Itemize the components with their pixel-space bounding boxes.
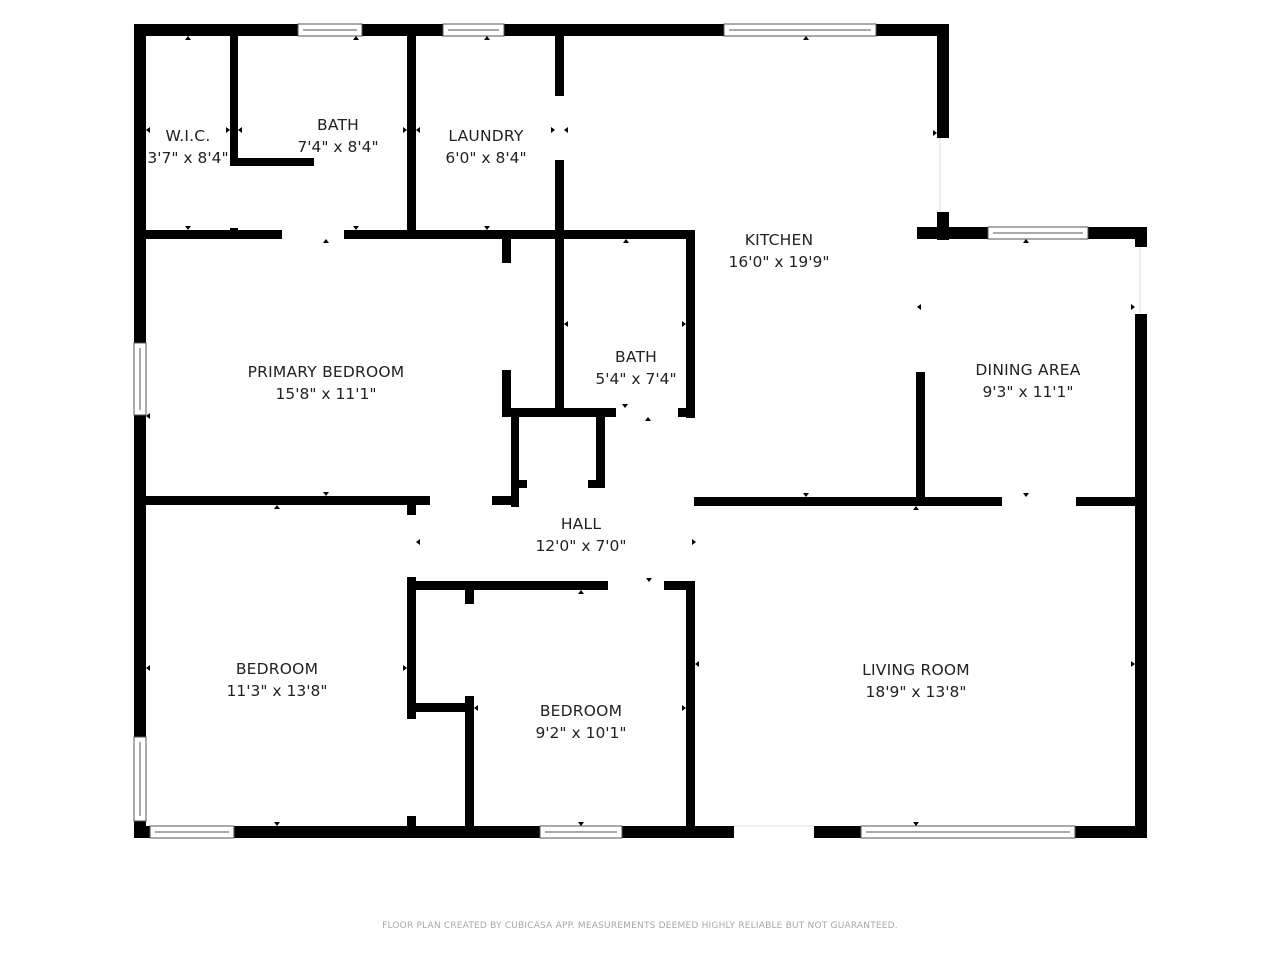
room-label-bedroom-1: BEDROOM 11'3" x 13'8": [227, 658, 328, 702]
room-dimensions: 16'0" x 19'9": [728, 253, 830, 271]
room-dimensions: 7'4" x 8'4": [297, 138, 379, 156]
room-name: W.I.C.: [165, 127, 211, 145]
room-label-living-room: LIVING ROOM 18'9" x 13'8": [862, 659, 970, 703]
room-name: PRIMARY BEDROOM: [247, 363, 405, 381]
room-label-dining-area: DINING AREA 9'3" x 11'1": [975, 359, 1080, 403]
room-dimensions: 9'3" x 11'1": [982, 383, 1074, 401]
front-door-opening: [734, 826, 814, 838]
room-label-hall: HALL 12'0" x 7'0": [535, 513, 626, 557]
room-dimensions: 11'3" x 13'8": [226, 682, 328, 700]
interior-walls: [146, 36, 1136, 830]
room-label-bedroom-2: BEDROOM 9'2" x 10'1": [535, 700, 626, 744]
room-name: DINING AREA: [975, 361, 1081, 379]
room-dimensions: 18'9" x 13'8": [865, 683, 967, 701]
room-dimensions: 5'4" x 7'4": [595, 370, 677, 388]
room-name: LAUNDRY: [448, 127, 524, 145]
room-name: BEDROOM: [235, 660, 319, 678]
room-dimensions: 15'8" x 11'1": [275, 385, 377, 403]
room-label-bath-2: BATH 5'4" x 7'4": [595, 346, 676, 390]
room-dimensions: 12'0" x 7'0": [535, 537, 627, 555]
room-name: LIVING ROOM: [862, 661, 970, 679]
room-name: HALL: [560, 515, 602, 533]
openings: [734, 138, 1141, 838]
measurement-markers: [146, 36, 1135, 826]
room-label-bath: BATH 7'4" x 8'4": [297, 114, 378, 158]
room-label-laundry: LAUNDRY 6'0" x 8'4": [445, 125, 526, 169]
room-name: BEDROOM: [539, 702, 623, 720]
windows: [133, 23, 1089, 839]
room-label-wic: W.I.C. 3'7" x 8'4": [147, 125, 228, 169]
room-name: BATH: [615, 348, 657, 366]
disclaimer-footer: FLOOR PLAN CREATED BY CUBICASA APP. MEAS…: [382, 921, 898, 931]
room-dimensions: 6'0" x 8'4": [445, 149, 527, 167]
room-label-kitchen: KITCHEN 16'0" x 19'9": [729, 229, 830, 273]
room-label-primary-bedroom: PRIMARY BEDROOM 15'8" x 11'1": [248, 361, 405, 405]
room-dimensions: 3'7" x 8'4": [147, 149, 229, 167]
room-dimensions: 9'2" x 10'1": [535, 724, 627, 742]
room-name: BATH: [317, 116, 359, 134]
room-name: KITCHEN: [744, 231, 814, 249]
exterior-walls: [134, 24, 1147, 838]
